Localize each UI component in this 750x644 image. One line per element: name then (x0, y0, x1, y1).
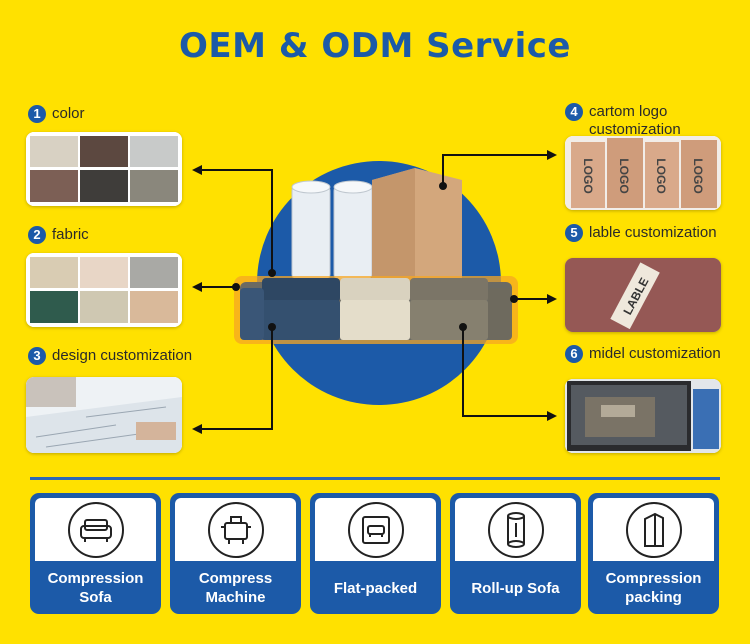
service-label: Compress Machine (198, 570, 273, 606)
service-flat-packed: Flat-packed (310, 493, 441, 614)
option-design-label: 3 design customization (28, 347, 192, 365)
section-divider (30, 477, 720, 480)
number-badge: 4 (565, 103, 583, 121)
service-compression-sofa: Compression Sofa (30, 493, 161, 614)
option-logo-label: 4 cartom logo customization (565, 103, 681, 139)
logo-boxes-image: LOGO LOGO LOGO LOGO (565, 136, 721, 210)
number-badge: 3 (28, 347, 46, 365)
number-badge: 6 (565, 345, 583, 363)
logo-text: LOGO (654, 158, 668, 193)
color-swatches-image (26, 132, 182, 206)
fabric-label-image: LABLE (565, 258, 721, 332)
service-label: Compression packing (605, 570, 702, 606)
option-model-label: 6 midel customization (565, 345, 721, 363)
fabric-samples-image (26, 253, 182, 327)
box-icon (625, 501, 682, 558)
logo-text: LOGO (691, 158, 705, 193)
model-computer-image (565, 379, 721, 453)
service-label: Compression Sofa (47, 570, 144, 606)
service-label: Flat-packed (333, 579, 418, 597)
design-drawings-image (26, 377, 182, 453)
number-badge: 1 (28, 105, 46, 123)
roll-icon (487, 501, 544, 558)
page-title: OEM & ODM Service (179, 26, 571, 66)
service-roll-up-sofa: Roll-up Sofa (450, 493, 581, 614)
machine-icon (207, 501, 264, 558)
option-fabric-label: 2 fabric (28, 226, 89, 244)
option-lable-label: 5 lable customization (565, 224, 717, 242)
option-color-label: 1 color (28, 105, 85, 123)
number-badge: 5 (565, 224, 583, 242)
logo-text: LOGO (617, 158, 631, 193)
sofa-icon (67, 501, 124, 558)
service-label: Roll-up Sofa (471, 579, 560, 597)
service-compress-machine: Compress Machine (170, 493, 301, 614)
number-badge: 2 (28, 226, 46, 244)
logo-text: LOGO (581, 158, 595, 193)
flat-pack-icon (347, 501, 404, 558)
service-compression-packing: Compression packing (588, 493, 719, 614)
